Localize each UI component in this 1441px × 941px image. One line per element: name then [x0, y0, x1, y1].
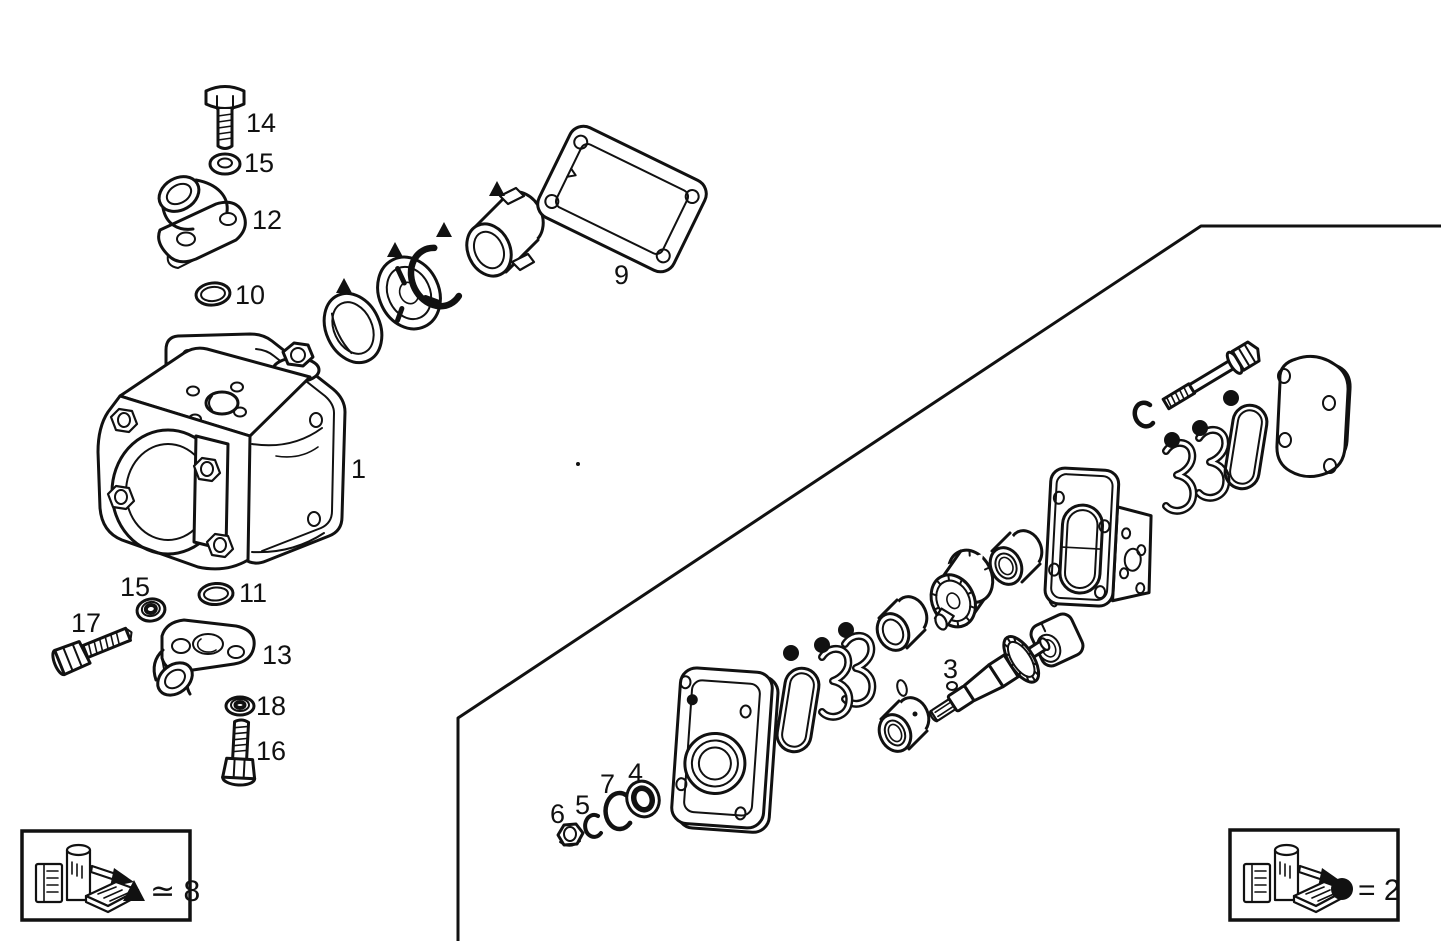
track-seal [818, 645, 854, 721]
pump-body-1 [96, 332, 347, 571]
bolt-16 [221, 718, 257, 787]
oval-o-ring [1223, 403, 1269, 491]
bolt-14 [204, 85, 246, 150]
elbow-fitting-12 [157, 175, 247, 269]
callout-5: 5 [575, 790, 590, 820]
callout-6: 6 [550, 799, 565, 829]
callout-15-top: 15 [244, 148, 274, 178]
callout-1: 1 [351, 454, 366, 484]
oval-o-ring [775, 666, 821, 754]
dot-marker [1192, 420, 1208, 436]
body-bolt [109, 407, 139, 434]
callout-16: 16 [256, 736, 286, 766]
triangle-marker [436, 222, 452, 237]
callout-4: 4 [628, 758, 643, 788]
clip-5 [583, 812, 603, 839]
dot-marker [1223, 390, 1239, 406]
drive-shaft-3 [929, 635, 1051, 723]
callout-15-bottom: 15 [120, 572, 150, 602]
body-bolt [106, 484, 136, 511]
callout-3: 3 [943, 654, 958, 684]
seal-ring-4 [625, 779, 661, 819]
track-seal [841, 632, 877, 708]
callout-17: 17 [71, 608, 101, 638]
o-ring-10 [194, 281, 232, 307]
washer-15-top [208, 152, 242, 176]
triangle-marker [387, 242, 403, 257]
o-ring-11 [197, 581, 235, 607]
through-bolt [1161, 340, 1261, 411]
snap-ring [407, 244, 463, 310]
callout-7: 7 [600, 769, 615, 799]
bushing-block [877, 696, 931, 753]
gasket-9 [536, 124, 708, 274]
track-seal [1195, 426, 1231, 502]
body-bolt [192, 456, 222, 483]
callout-13: 13 [262, 640, 292, 670]
callout-10: 10 [235, 280, 265, 310]
small-ring-detail [946, 681, 958, 691]
tabbed-washer-ring [376, 255, 442, 331]
body-bolt [205, 532, 235, 559]
bushing-block [875, 595, 929, 652]
legend-box-triangle: ≃ 8 [20, 829, 200, 922]
rear-cover-plate [1275, 354, 1352, 478]
callout-18: 18 [256, 691, 286, 721]
triangle-marker [489, 181, 505, 196]
front-cover-plate [670, 666, 780, 834]
legend-triangle-text: ≃ 8 [150, 875, 200, 908]
driven-gear [927, 548, 995, 631]
shaft-seal-ring [322, 291, 384, 365]
dot-icon [1331, 878, 1353, 900]
triangle-icon [123, 880, 145, 901]
shaft-nut-6 [556, 822, 585, 847]
track-seal [1162, 439, 1198, 515]
dot-marker [783, 645, 799, 661]
legend-dot-text: = 2 [1358, 874, 1401, 907]
dot-marker [814, 637, 830, 653]
callout-12: 12 [252, 205, 282, 235]
dot-marker [686, 694, 698, 706]
washer-15-bottom [135, 597, 167, 623]
washer-18 [224, 695, 256, 717]
triangle-marker [336, 278, 352, 293]
callout-11: 11 [239, 578, 267, 608]
dot-marker [838, 622, 854, 638]
print-speck [576, 462, 580, 466]
rear-pump-housing [1043, 466, 1153, 608]
c-clip [1132, 400, 1156, 429]
dot-marker [1164, 432, 1180, 448]
legend-box-dot: = 2 [1228, 828, 1401, 922]
elbow-fitting-13 [152, 618, 256, 697]
dowel-pin [896, 679, 908, 697]
bolt-17 [51, 626, 133, 677]
bushing-block [988, 529, 1044, 586]
callout-9: 9 [614, 260, 629, 290]
section-divider-line [456, 224, 1441, 941]
callout-14: 14 [246, 108, 276, 138]
